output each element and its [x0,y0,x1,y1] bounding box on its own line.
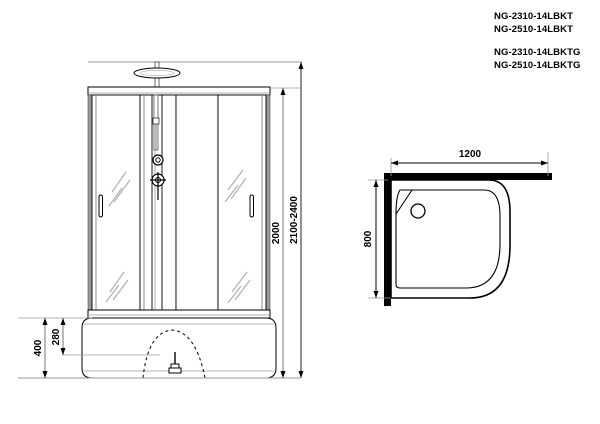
hand-shower-holder [152,117,160,125]
hidden-tray-underside-arc [142,329,206,379]
wall-left [384,173,391,306]
cabin-right-post [265,94,271,311]
tray-outline-outer [390,179,511,299]
drain-hole-icon [410,203,426,219]
adjustable-foot-collar [170,363,180,369]
dimension-label-280: 280 [51,328,62,345]
model-number: NG-2310-14LBKT [494,11,574,22]
dimension-label-2100-2400: 2100-2400 [289,196,300,244]
adjustable-foot-base [168,367,182,374]
dimension-label-1200: 1200 [459,149,482,160]
elevation-group: 400 280 2000 2100-2400 [18,61,304,379]
model-number: NG-2310-14LBKTG [494,47,581,58]
tray-chamfer-edge [395,189,413,215]
fixed-glass-panel-right [217,94,267,311]
model-label-group-1: NG-2310-14LBKT NG-2510-14LBKT [494,11,573,36]
knob-center [155,157,161,163]
model-label-group-2: NG-2310-14LBKTG NG-2510-14LBKTG [494,47,581,72]
model-number: NG-2510-14LBKT [494,23,574,35]
dimension-label-400: 400 [33,339,44,356]
glass-reflection-hatch-left-lower [105,271,129,303]
wall-top [384,173,552,180]
overhead-rain-shower-icon [133,67,181,79]
dimension-label-800: 800 [363,230,374,247]
glass-reflection-hatch-right-lower [227,271,251,304]
cabin-bottom-rail [87,309,271,319]
door-handle-left [98,194,103,218]
dimension-label-2000: 2000 [271,221,282,244]
plan-view-group: 1200 800 [363,149,552,306]
cabin-left-post [87,94,93,311]
glass-reflection-hatch-left [108,171,131,207]
base-tray-panel [81,317,277,379]
rain-shower-inner-ring [139,70,175,76]
sliding-door-right [175,94,219,311]
door-handle-right [249,194,254,218]
glass-reflection-hatch-right [224,169,247,203]
cabin-top-rail [87,86,271,96]
model-number: NG-2510-14LBKTG [494,59,581,71]
